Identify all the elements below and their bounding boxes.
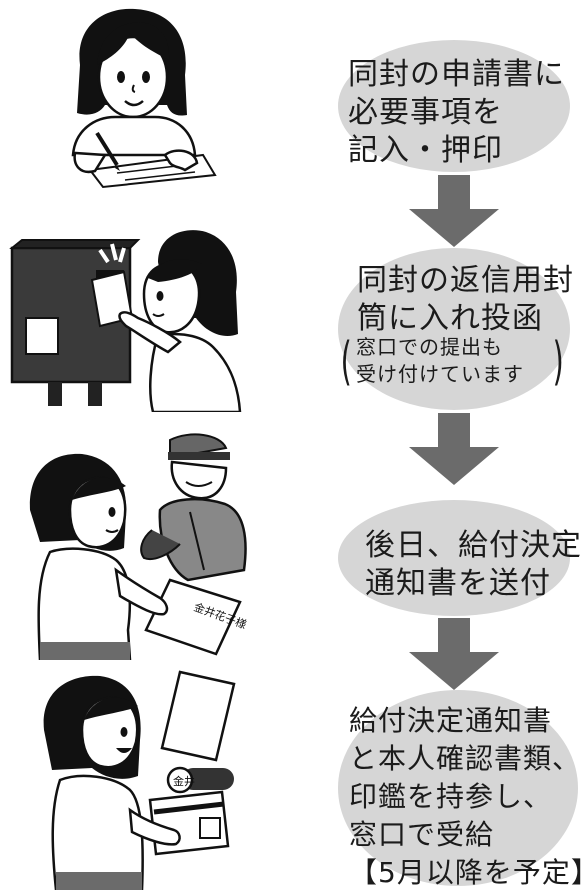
postbox-icon <box>9 230 242 412</box>
step-4-bubble <box>338 690 578 886</box>
mail-carrier-icon: 金井花子様 <box>29 433 248 660</box>
down-arrow-icon <box>409 413 499 485</box>
step-2-note-open-paren: ( <box>340 332 352 392</box>
step-2-bubble <box>338 248 570 410</box>
down-arrow-icon <box>409 175 499 247</box>
illustration-woman-posting <box>8 222 243 412</box>
step-2-note: 窓口での提出も 受け付けています <box>356 335 524 386</box>
step-4-text: 給付決定通知書 と本人確認書類、 印鑑を持参し、 窓口で受給 【5月以降を予定】 <box>349 704 584 889</box>
step-1-bubble <box>338 40 570 172</box>
illustration-woman-writing <box>45 5 225 190</box>
step-1-text: 同封の申請書に 必要事項を 記入・押印 <box>348 57 565 168</box>
seal-text: 金井 <box>173 774 195 788</box>
step-3-bubble <box>338 500 570 616</box>
down-arrow-icon <box>409 618 499 690</box>
step-2-text: 同封の返信用封 筒に入れ投函 <box>357 263 574 336</box>
illustration-woman-with-documents: 金井 <box>30 660 260 890</box>
illustration-mail-carrier: 金井花子様 <box>20 430 250 660</box>
step-3-text: 後日、給付決定 通知書を送付 <box>365 528 582 601</box>
documents-icon: 金井 <box>43 670 236 890</box>
woman-writing-icon <box>71 8 217 189</box>
step-2-note-close-paren: ) <box>552 332 564 392</box>
